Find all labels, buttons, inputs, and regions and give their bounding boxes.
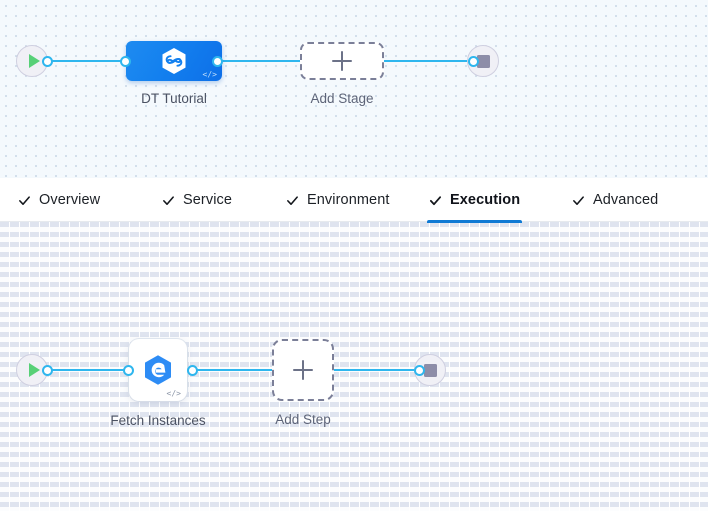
tab-overview[interactable]: Overview	[16, 178, 102, 222]
tab-label: Execution	[450, 192, 521, 208]
add-stage-label: Add Stage	[310, 91, 374, 106]
check-icon	[163, 195, 174, 205]
step-node-label: Fetch Instances	[110, 413, 206, 428]
stage-start-output-port[interactable]	[42, 55, 53, 67]
tab-label: Overview	[39, 192, 101, 208]
edge-step-to-addstep	[192, 369, 272, 371]
plus-icon	[332, 51, 352, 71]
tab-execution[interactable]: Execution	[427, 178, 523, 223]
harness-hexagon-icon	[162, 48, 186, 74]
step-node-fetch-instances[interactable]: </>	[129, 339, 187, 401]
pipeline-stage-canvas[interactable]: </> DT Tutorial Add Stage	[0, 0, 708, 178]
stage-node-input-port[interactable]	[120, 55, 131, 67]
tab-service[interactable]: Service	[160, 178, 234, 222]
step-node-output-port[interactable]	[187, 364, 198, 376]
add-step-button[interactable]	[272, 339, 334, 401]
tab-label: Environment	[307, 192, 390, 208]
step-node-input-port[interactable]	[123, 364, 134, 376]
step-start-output-port[interactable]	[42, 364, 53, 376]
edge-stage-to-addstage	[216, 60, 304, 62]
tab-environment[interactable]: Environment	[284, 178, 392, 222]
stage-node-label: DT Tutorial	[141, 91, 207, 106]
edge-addstep-to-end	[334, 369, 418, 371]
check-icon	[429, 195, 442, 205]
stage-end-input-port[interactable]	[468, 55, 479, 67]
tab-active-underline	[427, 220, 523, 223]
edge-start-to-step	[46, 369, 182, 371]
check-icon	[287, 195, 298, 205]
code-icon: </>	[202, 70, 217, 79]
stop-icon	[423, 363, 437, 377]
plus-icon	[293, 360, 313, 380]
tab-advanced[interactable]: Advanced	[570, 178, 660, 222]
elastigroup-hexagon-icon	[145, 355, 171, 385]
check-icon	[19, 195, 30, 205]
stage-config-tabs: Overview Service Environment Execution A…	[0, 178, 708, 223]
stage-start-node[interactable]	[16, 45, 48, 77]
step-end-input-port[interactable]	[414, 364, 425, 376]
tab-label: Service	[183, 192, 233, 208]
stage-node-dt-tutorial[interactable]: </>	[126, 41, 222, 81]
edge-addstage-to-end	[384, 60, 472, 62]
play-icon	[28, 54, 40, 68]
add-stage-button[interactable]	[300, 42, 384, 80]
tab-label: Advanced	[593, 192, 659, 208]
play-icon	[28, 363, 40, 377]
execution-step-canvas[interactable]: </> Fetch Instances Add Step	[0, 222, 708, 511]
add-step-label: Add Step	[275, 412, 331, 427]
code-icon: </>	[166, 389, 181, 398]
check-icon	[573, 195, 584, 205]
stop-icon	[476, 54, 490, 68]
edge-start-to-stage	[46, 60, 132, 62]
stage-node-output-port[interactable]	[212, 55, 223, 67]
